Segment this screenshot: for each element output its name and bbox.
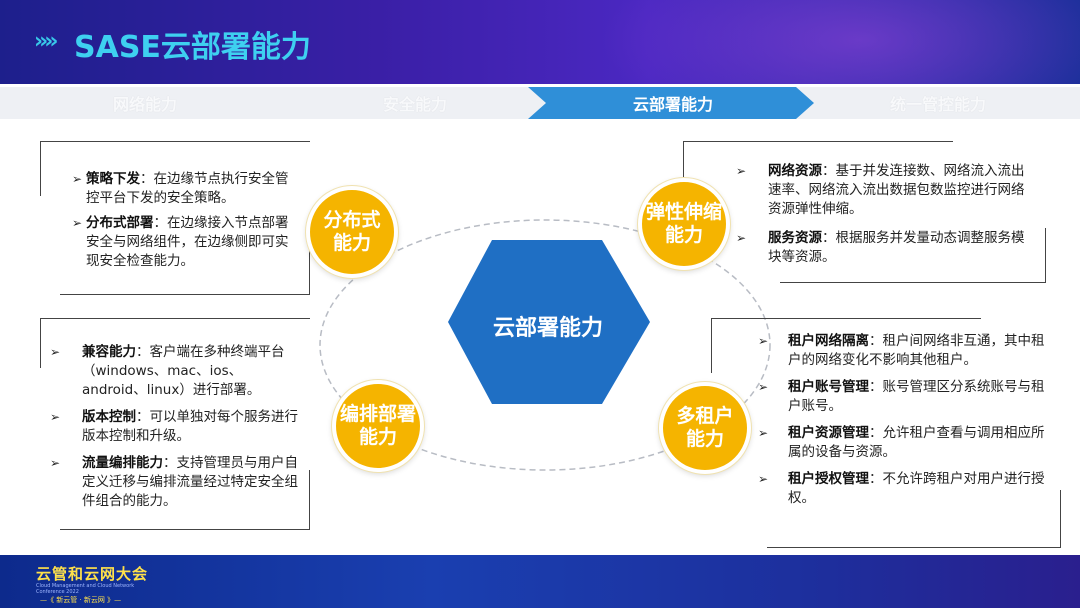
list-item: ➢ 版本控制：可以单独对每个服务进行版本控制和升级。 [50,408,300,446]
box-corner [767,490,1061,548]
list-item: ➢ 兼容能力：客户端在多种终端平台（windows、mac、ios、androi… [50,343,300,400]
item-text: ：支持管理员与用户自定义迁移与编排流量经过特定安全组件组合的能力。 [82,455,298,509]
tab-label: 统一管控能力 [889,95,986,114]
list-item: ➢ 网络资源：基于并发连接数、网络流入流出速率、网络流入流出数据包数监控进行网络… [736,162,1034,219]
box-corner [40,318,310,368]
arrow-bullet-icon: ➢ [758,334,769,348]
circle-orchestration: 编排部署 能力 [332,380,424,472]
box-corner [60,240,310,295]
item-keyword: 兼容能力 [82,344,136,360]
arrow-bullet-icon: ➢ [50,410,61,424]
list-item: ➢ 租户网络隔离：租户间网络非互通，其中租户的网络变化不影响其他租户。 [758,332,1050,370]
distributed-box: ➢ 策略下发：在边缘节点执行安全管控平台下发的安全策略。 ➢ 分布式部署：在边缘… [72,170,298,271]
footer-banner: 云管和云网大会 Cloud Management and Cloud Netwo… [0,555,1080,608]
tab-strip: 网络能力 安全能力 云部署能力 统一管控能力 [0,87,1080,119]
item-text: ：可以单独对每个服务进行版本控制和升级。 [82,409,298,444]
center-hexagon [448,240,650,404]
list-item: ➢ 租户授权管理：不允许跨租户对用户进行授权。 [758,470,1050,508]
list-item: ➢ 租户账号管理：账号管理区分系统账号与租户账号。 [758,378,1050,416]
item-text: ：账号管理区分系统账号与租户账号。 [788,379,1045,414]
item-keyword: 租户网络隔离 [788,333,869,349]
item-text: ：在边缘接入节点部署安全与网络组件，在边缘侧即可实现安全检查能力。 [86,215,289,269]
item-text: ：不允许跨租户对用户进行授权。 [788,471,1045,506]
arrow-bullet-icon: ➢ [50,456,61,470]
box-corner [60,470,310,530]
tab-security[interactable]: 安全能力 [270,87,560,119]
list-item: ➢ 策略下发：在边缘节点执行安全管控平台下发的安全策略。 [72,170,298,208]
item-keyword: 流量编排能力 [82,455,163,471]
tab-cloud-deploy[interactable]: 云部署能力 [528,87,818,119]
elastic-box: ➢ 网络资源：基于并发连接数、网络流入流出速率、网络流入流出数据包数监控进行网络… [736,162,1034,267]
list-item: ➢ 分布式部署：在边缘接入节点部署安全与网络组件，在边缘侧即可实现安全检查能力。 [72,214,298,271]
conference-logo: 云管和云网大会 [36,565,149,583]
circle-multitenant: 多租户 能力 [659,382,751,474]
list-item: ➢ 服务资源：根据服务并发量动态调整服务模块等资源。 [736,229,1034,267]
box-corner [40,141,310,196]
item-text: ：客户端在多种终端平台（windows、mac、ios、android、linu… [82,344,285,398]
item-text: ：在边缘节点执行安全管控平台下发的安全策略。 [86,171,289,206]
circle-label: 编排部署 能力 [339,403,416,448]
arrow-bullet-icon: ➢ [72,216,83,230]
list-item: ➢ 流量编排能力：支持管理员与用户自定义迁移与编排流量经过特定安全组件组合的能力… [50,454,300,511]
item-text: ：根据服务并发量动态调整服务模块等资源。 [768,230,1025,265]
header-banner: »» SASE云部署能力 [0,0,1080,84]
tab-label: 安全能力 [382,95,447,114]
orchestration-box: ➢ 兼容能力：客户端在多种终端平台（windows、mac、ios、androi… [50,343,300,511]
orbit-ellipse [319,219,771,471]
circle-label: 弹性伸缩 能力 [645,201,722,246]
circle-label: 分布式 能力 [323,209,381,254]
arrow-bullet-icon: ➢ [758,472,769,486]
tab-unified-control[interactable]: 统一管控能力 [796,87,1080,119]
item-keyword: 租户账号管理 [788,379,869,395]
arrow-bullet-icon: ➢ [758,380,769,394]
circle-distributed: 分布式 能力 [306,186,398,278]
item-keyword: 网络资源 [768,163,822,179]
item-keyword: 分布式部署 [86,215,154,231]
item-keyword: 服务资源 [768,230,822,246]
arrow-bullet-icon: ➢ [758,426,769,440]
box-corner [711,318,981,373]
arrow-bullet-icon: ➢ [72,172,83,186]
circle-elastic: 弹性伸缩 能力 [638,178,730,270]
box-corner [683,141,953,186]
arrow-bullet-icon: ➢ [50,345,61,359]
item-text: ：基于并发连接数、网络流入流出速率、网络流入流出数据包数监控进行网络资源弹性伸缩… [768,163,1025,217]
double-chevron-icon: »» [34,29,59,54]
item-text: ：允许租户查看与调用相应所属的设备与资源。 [788,425,1045,460]
item-keyword: 租户资源管理 [788,425,869,441]
item-keyword: 版本控制 [82,409,136,425]
item-keyword: 策略下发 [86,171,140,187]
arrow-bullet-icon: ➢ [736,231,747,245]
conference-slogan: —《 新云管 · 新云网 》— [40,596,122,604]
arrow-bullet-icon: ➢ [736,164,747,178]
tab-network[interactable]: 网络能力 [0,87,290,119]
tab-label: 云部署能力 [632,95,713,114]
item-keyword: 租户授权管理 [788,471,869,487]
tab-label: 网络能力 [112,95,177,114]
list-item: ➢ 租户资源管理：允许租户查看与调用相应所属的设备与资源。 [758,424,1050,462]
circle-label: 多租户 能力 [676,405,734,450]
item-text: ：租户间网络非互通，其中租户的网络变化不影响其他租户。 [788,333,1045,368]
multitenant-box: ➢ 租户网络隔离：租户间网络非互通，其中租户的网络变化不影响其他租户。 ➢ 租户… [758,332,1050,508]
box-corner [780,228,1046,283]
center-label: 云部署能力 [492,316,603,341]
page-title: SASE云部署能力 [74,30,311,65]
conference-subtitle: Cloud Management and Cloud Network Confe… [36,583,135,595]
